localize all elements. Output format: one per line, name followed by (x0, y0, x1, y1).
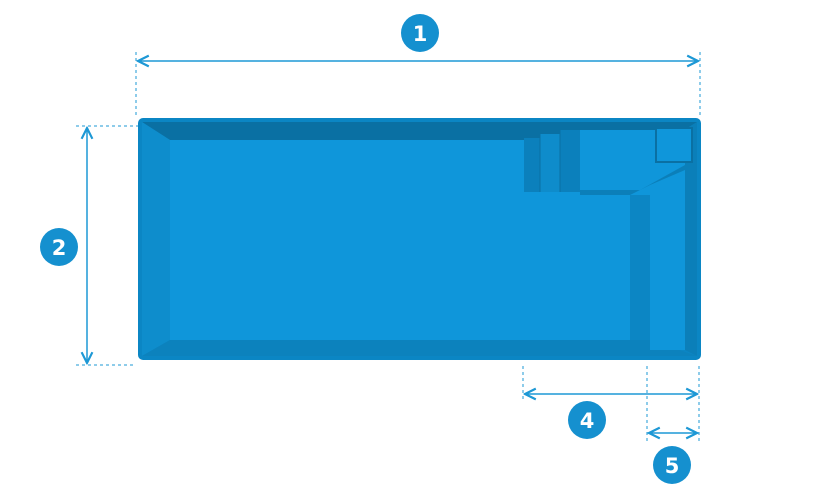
marker-badge-4: 4 (568, 401, 606, 439)
pool-wall-right (685, 122, 697, 356)
pool-step-shadow (580, 165, 685, 195)
marker-label: 2 (52, 236, 67, 260)
pool-bench-top (650, 170, 685, 350)
pool-step-2 (540, 134, 560, 192)
marker-badge-2: 2 (40, 228, 78, 266)
marker-label: 5 (665, 454, 680, 478)
dimension-width (76, 125, 138, 366)
marker-badge-5: 5 (653, 446, 691, 484)
marker-badge-1: 1 (401, 14, 439, 52)
marker-label: 1 (413, 22, 428, 46)
dimension-step-depth (522, 366, 700, 444)
marker-label: 4 (580, 409, 595, 433)
pool-step-3 (560, 130, 580, 192)
pool-step-1 (524, 138, 540, 192)
pool-bench (630, 195, 650, 340)
dimension-length (135, 52, 701, 116)
pool-wall-left (142, 122, 170, 356)
pool-shape (138, 118, 701, 360)
pool-corner-seat (655, 127, 693, 163)
pool-wall-bottom (142, 340, 697, 356)
